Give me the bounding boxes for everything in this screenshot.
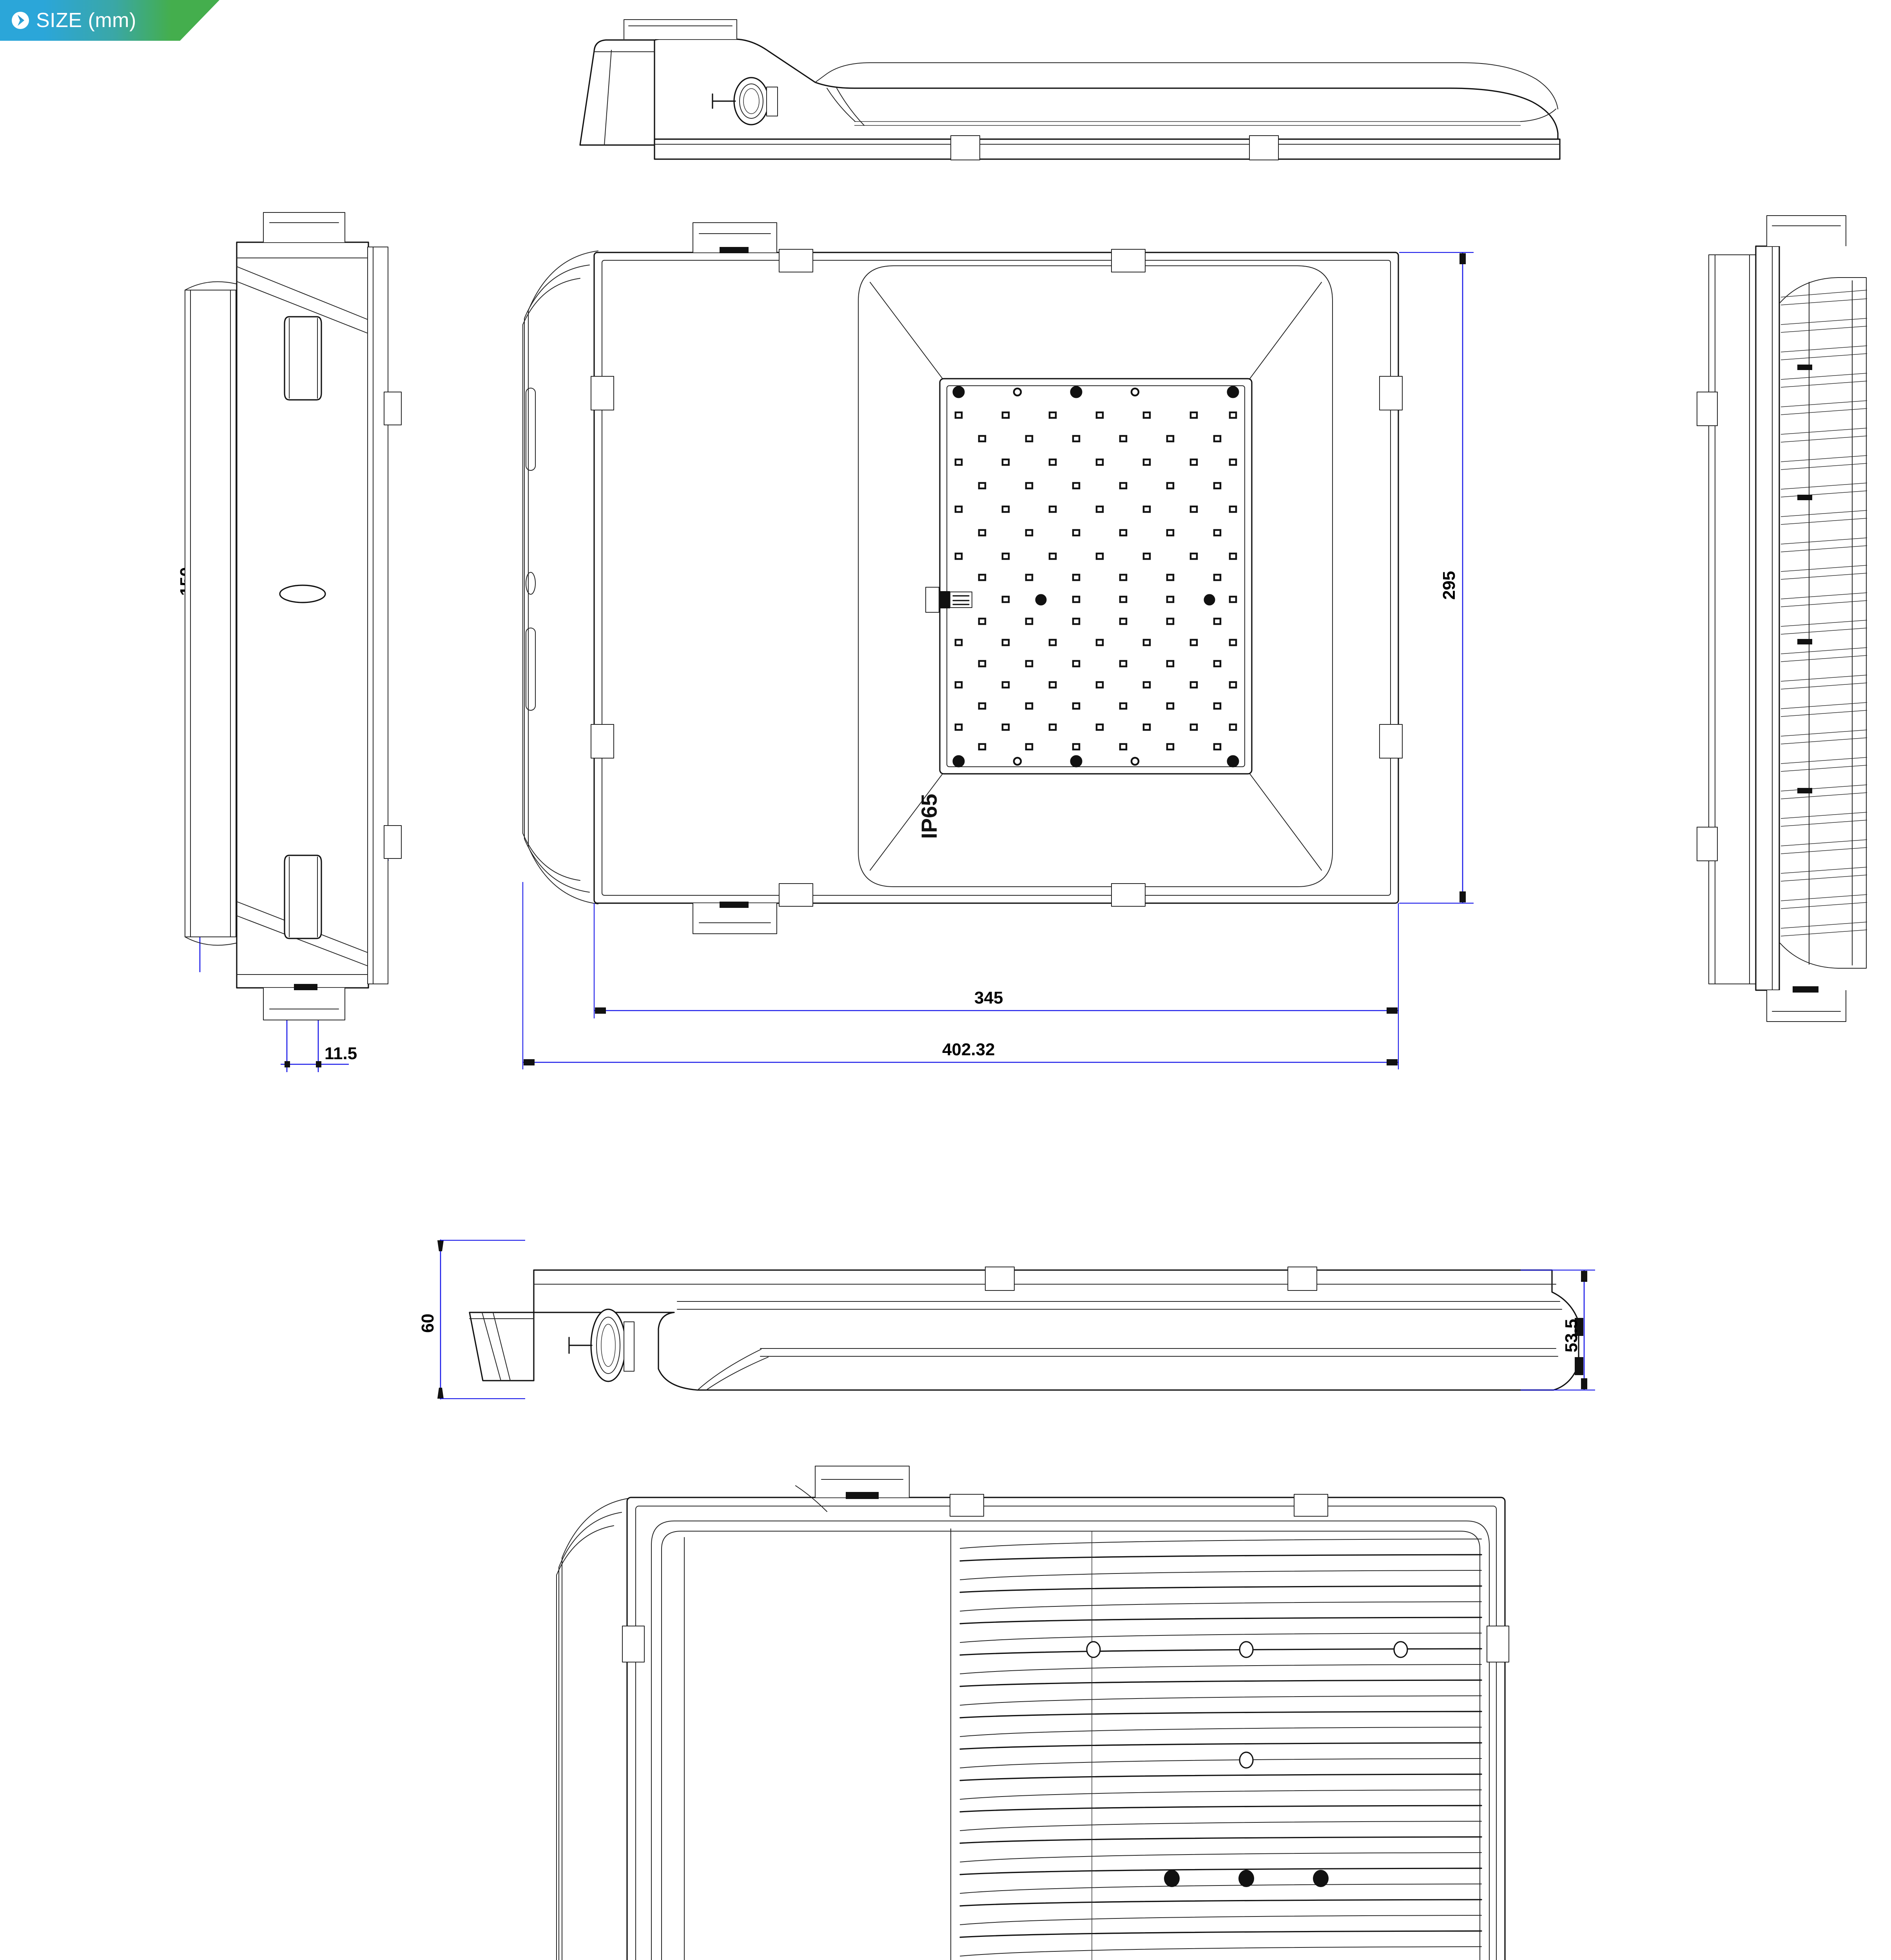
- right-fin-view: [1697, 200, 1881, 1070]
- left-bracket-view: 150 90 11.5: [165, 200, 408, 1094]
- rear-screw-bosses: [1086, 1641, 1408, 1887]
- dimension-345-label: 345: [974, 988, 1003, 1007]
- dimension-345: 345: [593, 903, 1399, 1018]
- dimension-402-32: 402.32: [522, 882, 1399, 1069]
- top-profile-view: [517, 4, 1599, 161]
- dimension-402-32-label: 402.32: [942, 1040, 995, 1059]
- ip65-marking: IP65: [917, 794, 941, 839]
- size-banner: SIZE (mm): [0, 0, 219, 41]
- dimension-53-5-label: 53.5: [1562, 1319, 1581, 1352]
- rear-heatsink-view: [545, 1462, 1579, 1960]
- dimension-295: 295: [1399, 252, 1474, 904]
- heatsink-fins: [1780, 290, 1867, 936]
- led-array: [952, 386, 1239, 768]
- dimension-11-5-label: 11.5: [325, 1044, 357, 1063]
- heatsink-fins: [959, 1531, 1482, 1960]
- banner-background: [0, 0, 219, 41]
- led-connector: [940, 591, 972, 608]
- dimension-60-label: 60: [418, 1314, 437, 1333]
- play-circle-icon: [12, 12, 29, 29]
- dimension-295-label: 295: [1440, 571, 1459, 600]
- bottom-profile-view: 60: [418, 1231, 1623, 1407]
- dimension-53-5: 53.5: [1521, 1269, 1595, 1391]
- front-view: IP65: [502, 220, 1607, 1105]
- dimension-60: 60: [418, 1240, 444, 1399]
- banner-label: SIZE (mm): [36, 9, 136, 32]
